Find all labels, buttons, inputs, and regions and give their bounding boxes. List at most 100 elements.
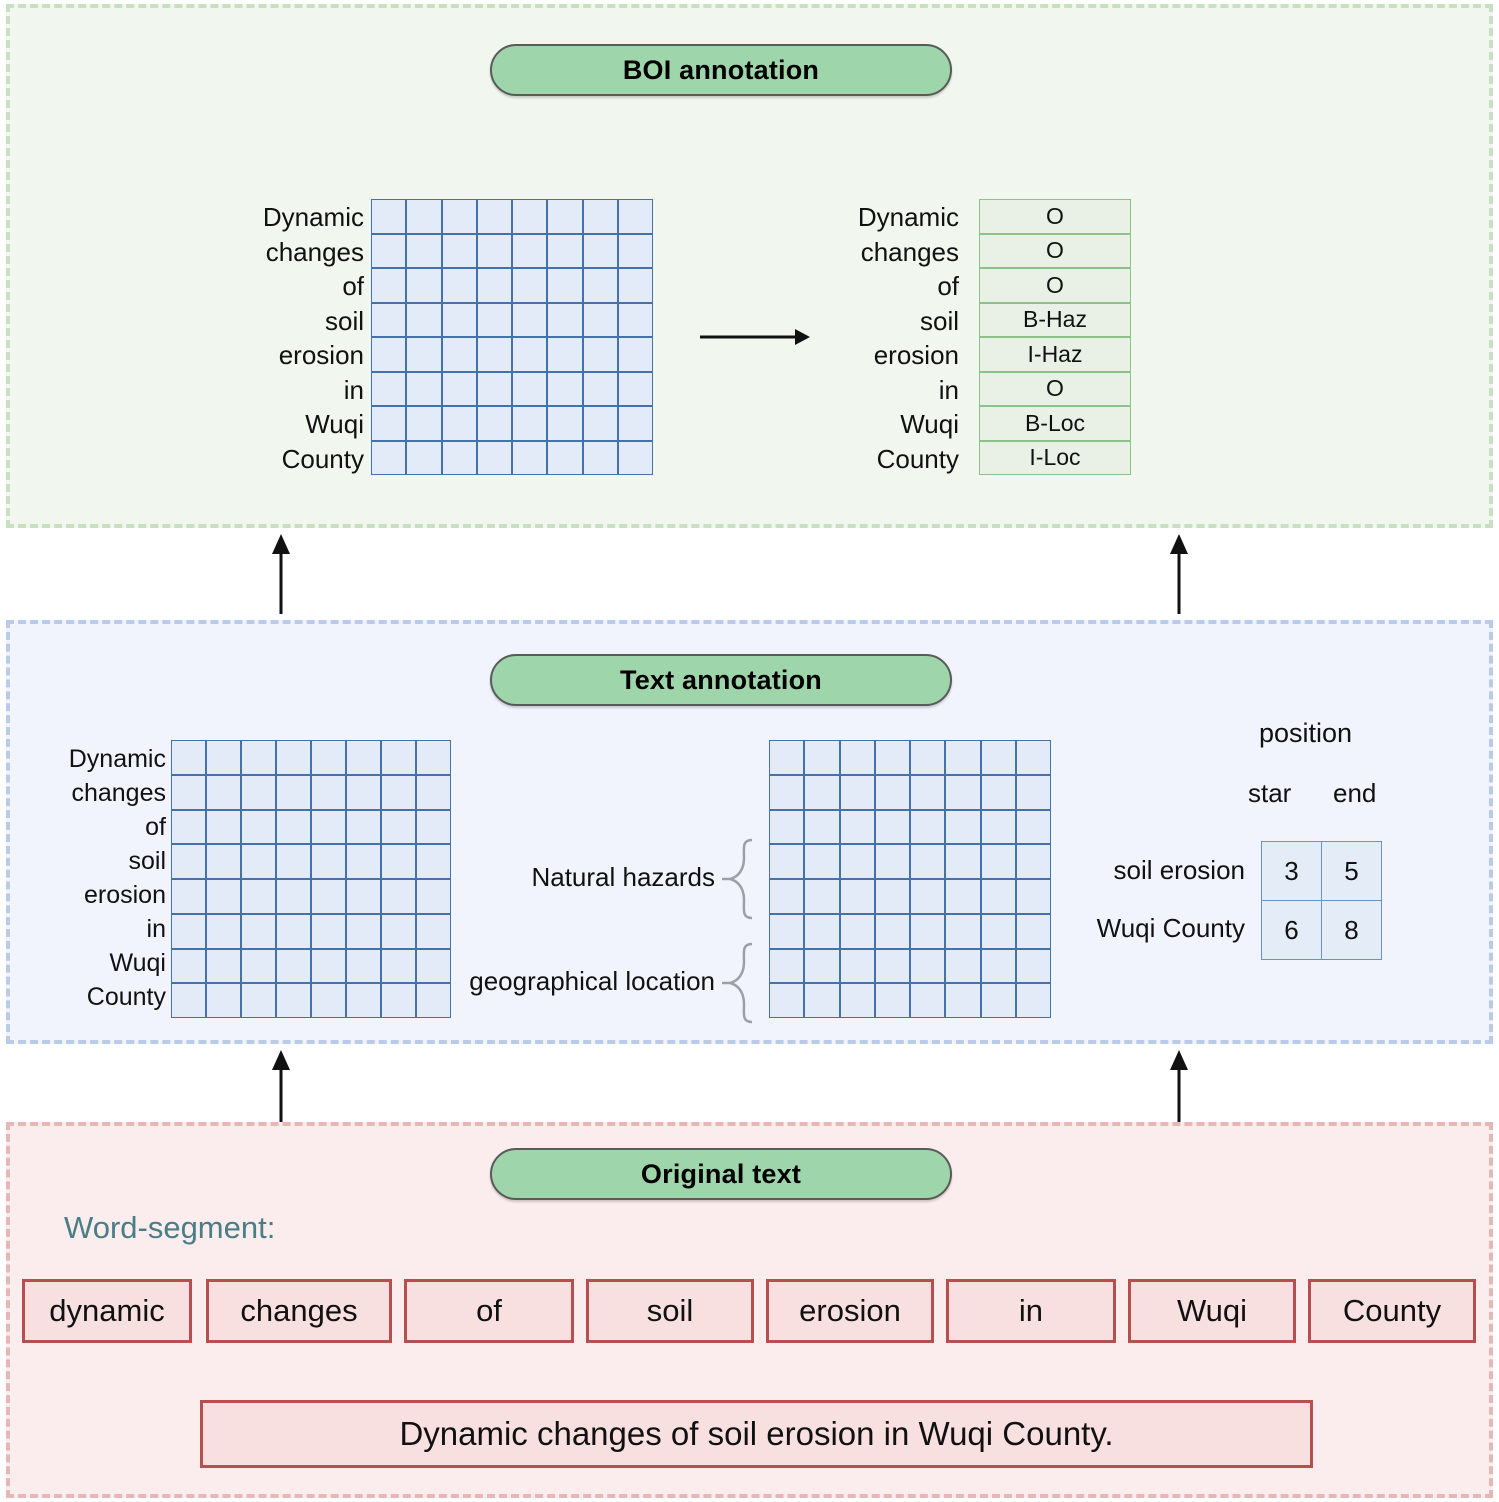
- grid-cell: [417, 845, 450, 878]
- grid-cell: [242, 949, 275, 983]
- text-left-token-grid: [171, 740, 451, 1018]
- grid-cell: [382, 984, 415, 1017]
- token-chip[interactable]: changes: [206, 1279, 392, 1343]
- grid-cell: [347, 775, 380, 809]
- grid-cell: [618, 234, 652, 267]
- grid-cell: [840, 810, 874, 844]
- grid-cell: [513, 441, 547, 474]
- grid-cell: [207, 880, 240, 913]
- grid-cell: [1016, 914, 1050, 948]
- grid-cell: [981, 984, 1015, 1017]
- grid-cell: [242, 741, 275, 774]
- grid-cell: [618, 338, 652, 371]
- tag-cell: B-Haz: [980, 303, 1130, 336]
- word-item: soil: [128, 847, 166, 875]
- grid-cell: [442, 372, 476, 405]
- grid-cell: [548, 372, 582, 405]
- word-item: erosion: [278, 340, 364, 370]
- grid-cell: [875, 984, 909, 1017]
- grid-cell: [442, 200, 476, 233]
- token-chip[interactable]: in: [946, 1279, 1116, 1343]
- grid-cell: [911, 949, 945, 983]
- token-chip[interactable]: soil: [586, 1279, 754, 1343]
- grid-cell: [981, 949, 1015, 983]
- tag-cell: O: [980, 269, 1130, 302]
- word-item: County: [281, 443, 364, 474]
- grid-cell: [513, 269, 547, 302]
- grid-cell: [312, 880, 345, 913]
- grid-cell: [382, 741, 415, 774]
- grid-cell: [417, 775, 450, 809]
- grid-cell: [407, 338, 441, 371]
- original-text-title: Original text: [490, 1148, 952, 1200]
- grid-cell: [548, 200, 582, 233]
- grid-cell: [805, 914, 839, 948]
- grid-cell: [407, 441, 441, 474]
- grid-cell: [242, 984, 275, 1017]
- grid-cell: [548, 234, 582, 267]
- grid-cell: [277, 775, 310, 809]
- brace-geographical-location-icon: [722, 942, 753, 1024]
- token-chip[interactable]: Wuqi: [1128, 1279, 1296, 1343]
- word-item: County: [876, 443, 959, 474]
- grid-cell: [277, 984, 310, 1017]
- grid-cell: [477, 303, 511, 336]
- grid-cell: [312, 845, 345, 878]
- flow-arrow-text-to-boi-left: [272, 534, 290, 614]
- grid-cell: [583, 441, 617, 474]
- grid-cell: [477, 269, 511, 302]
- grid-cell: [207, 845, 240, 878]
- grid-cell: [382, 845, 415, 878]
- grid-cell: [981, 741, 1015, 774]
- grid-cell: [207, 810, 240, 844]
- grid-cell: [770, 845, 804, 878]
- grid-cell: [770, 880, 804, 913]
- grid-cell: [805, 984, 839, 1017]
- grid-cell: [172, 845, 205, 878]
- grid-cell: [1016, 984, 1050, 1017]
- grid-cell: [770, 775, 804, 809]
- grid-cell: [513, 303, 547, 336]
- token-chip[interactable]: County: [1308, 1279, 1476, 1343]
- word-item: changes: [265, 236, 364, 267]
- grid-cell: [618, 200, 652, 233]
- token-chip[interactable]: of: [404, 1279, 574, 1343]
- word-item: Dynamic: [262, 202, 364, 232]
- grid-cell: [417, 949, 450, 983]
- word-item: erosion: [873, 340, 959, 370]
- token-chip[interactable]: erosion: [766, 1279, 934, 1343]
- word-item: in: [343, 374, 364, 405]
- grid-cell: [407, 200, 441, 233]
- grid-cell: [277, 845, 310, 878]
- word-item: erosion: [84, 881, 166, 909]
- flow-arrow-original-to-text-right: [1170, 1050, 1188, 1130]
- grid-cell: [442, 303, 476, 336]
- boi-transform-arrow: [700, 329, 810, 345]
- grid-cell: [172, 775, 205, 809]
- grid-cell: [875, 880, 909, 913]
- grid-cell: [946, 810, 980, 844]
- grid-cell: [347, 880, 380, 913]
- token-chip[interactable]: dynamic: [22, 1279, 192, 1343]
- grid-cell: [407, 407, 441, 440]
- text-word-list: Dynamic changes of soil erosion in Wuqi …: [0, 742, 166, 1014]
- grid-cell: [242, 880, 275, 913]
- grid-cell: [911, 880, 945, 913]
- grid-cell: [805, 880, 839, 913]
- position-cell: 8: [1322, 901, 1381, 959]
- grid-cell: [911, 914, 945, 948]
- grid-cell: [417, 984, 450, 1017]
- word-segment-label: Word-segment:: [64, 1210, 276, 1245]
- grid-cell: [372, 303, 406, 336]
- flow-arrow-original-to-text-left: [272, 1050, 290, 1130]
- grid-cell: [277, 741, 310, 774]
- grid-cell: [583, 303, 617, 336]
- grid-cell: [840, 949, 874, 983]
- grid-cell: [981, 775, 1015, 809]
- grid-cell: [477, 200, 511, 233]
- flow-arrow-text-to-boi-right: [1170, 534, 1188, 614]
- grid-cell: [347, 949, 380, 983]
- grid-cell: [372, 269, 406, 302]
- grid-cell: [312, 914, 345, 948]
- grid-cell: [312, 775, 345, 809]
